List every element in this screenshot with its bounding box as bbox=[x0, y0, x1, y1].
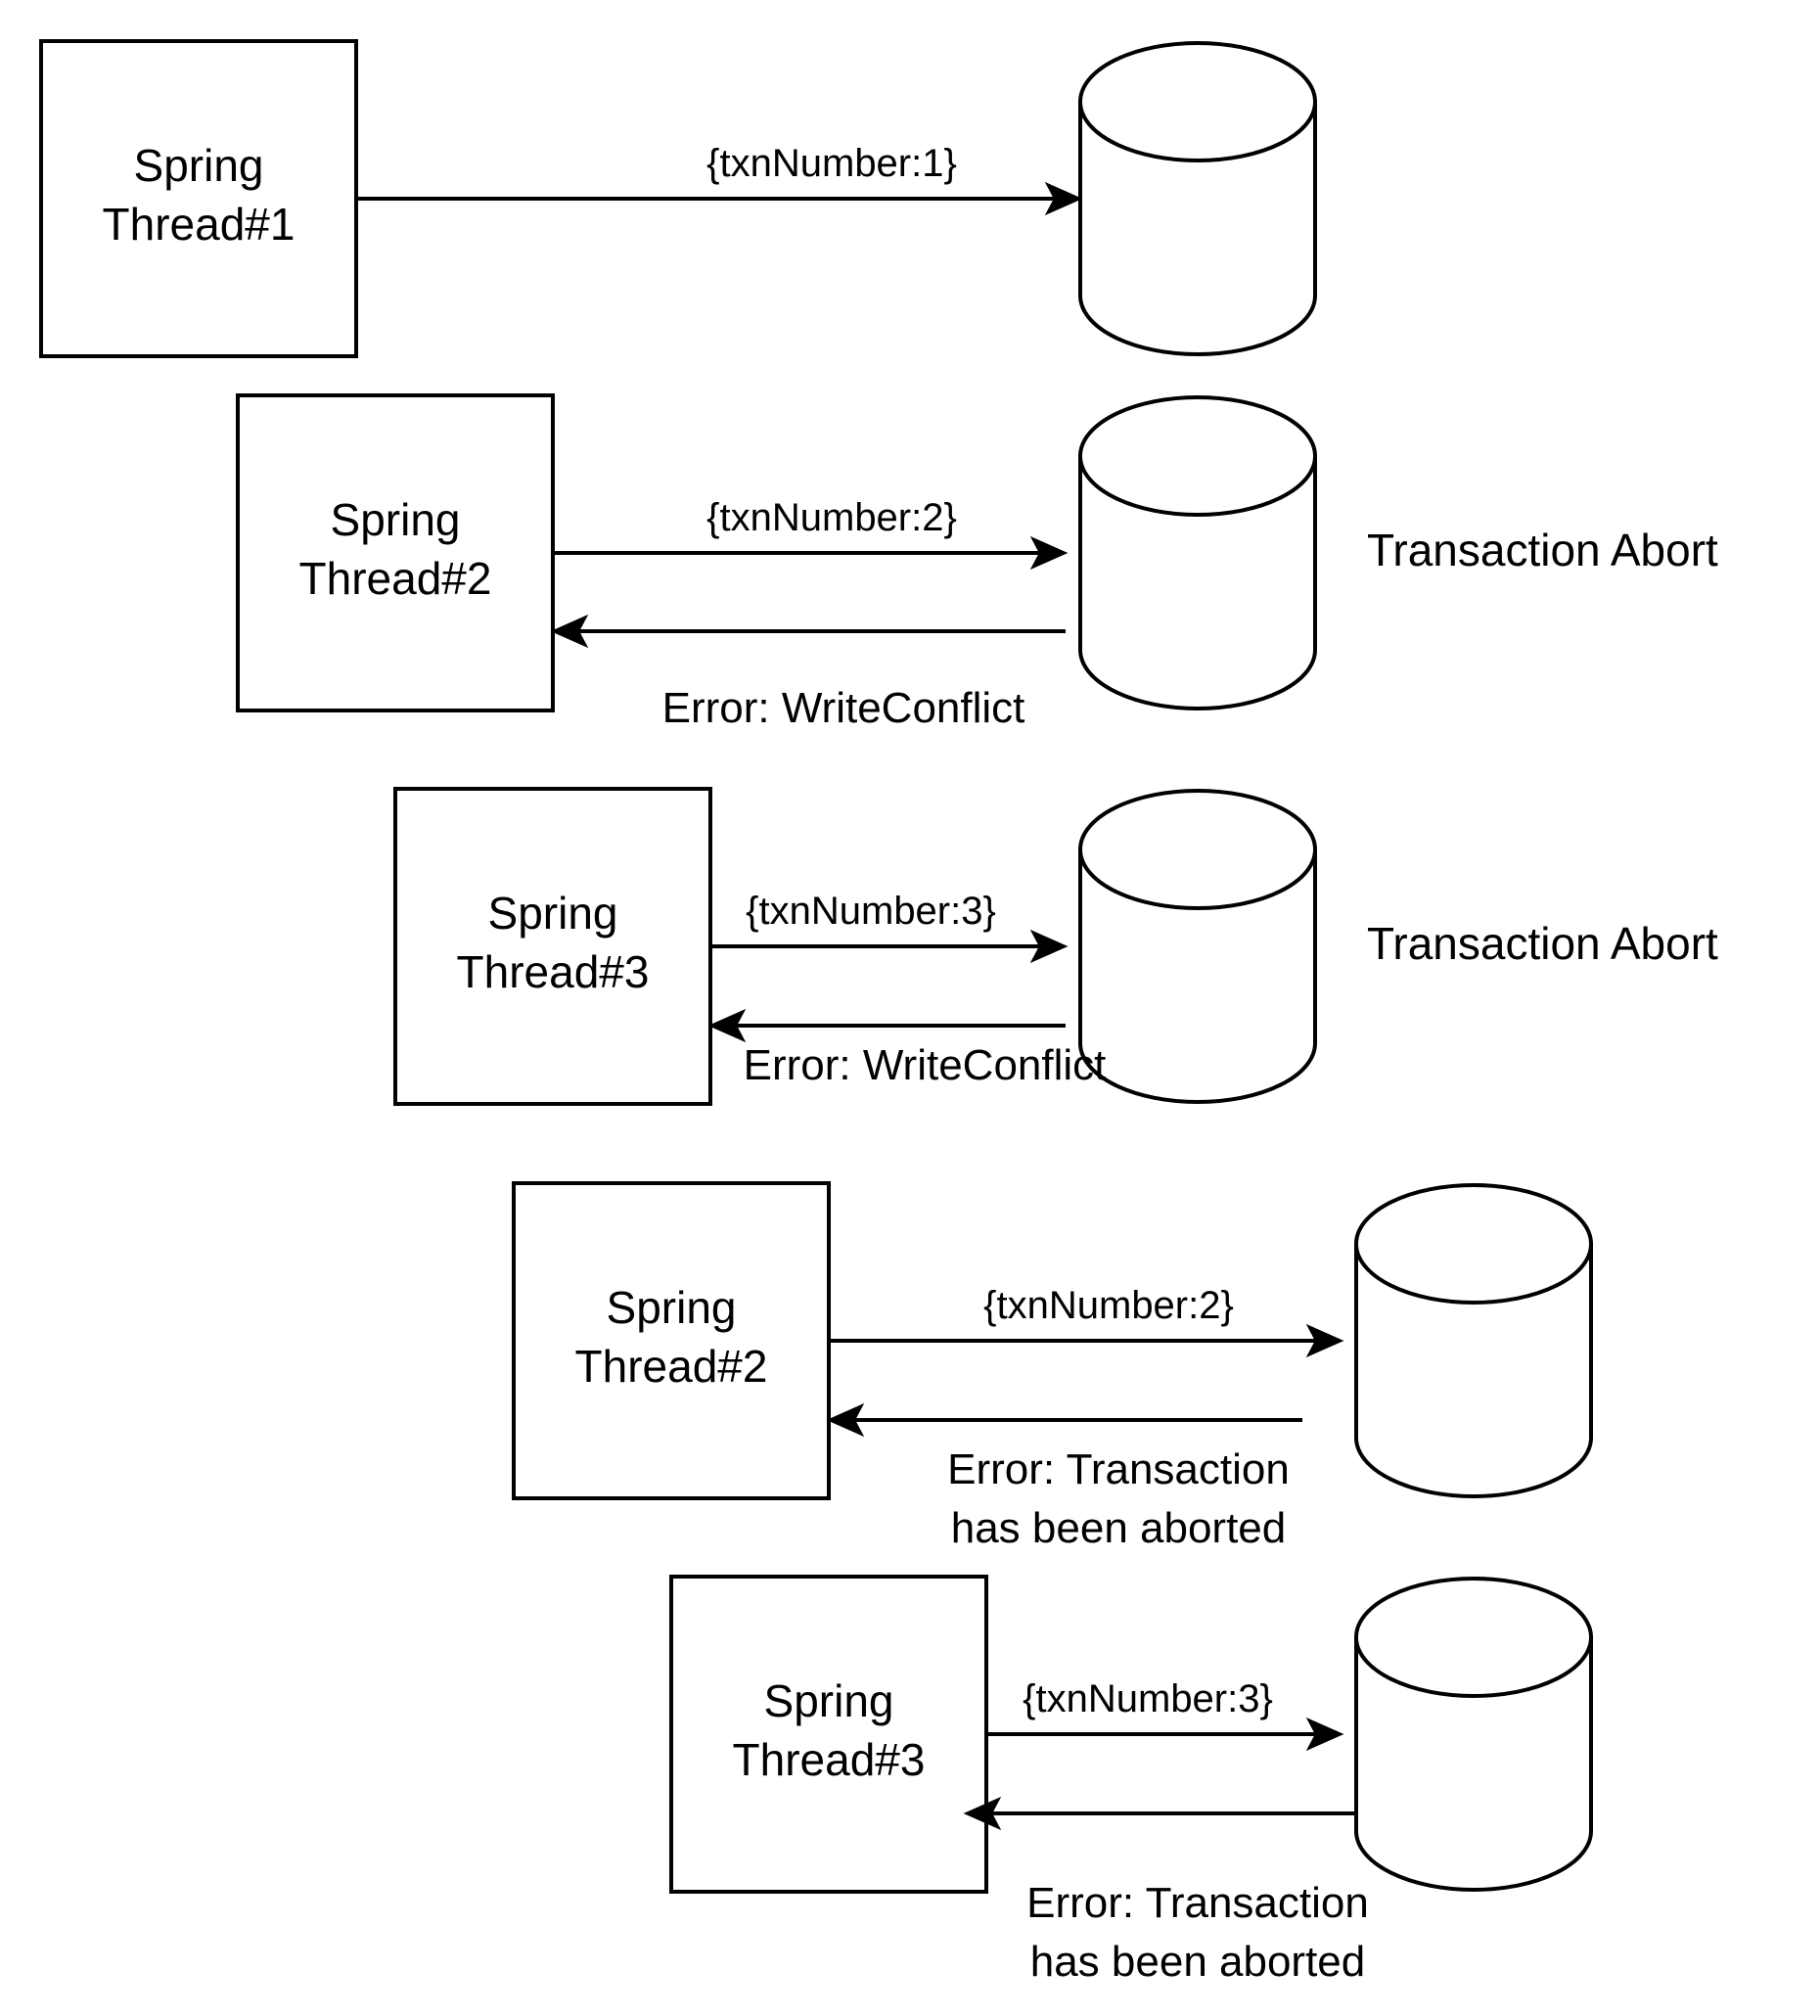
thread-label-line1: Spring bbox=[331, 494, 461, 545]
row-3: Spring Thread#3 {txnNumber:3} Error: Wri… bbox=[393, 787, 1718, 1106]
thread-box[interactable] bbox=[236, 393, 555, 712]
request-arrowhead bbox=[1044, 181, 1083, 216]
thread-label-line1: Spring bbox=[488, 888, 618, 939]
row-4: Spring Thread#2 {txnNumber:2} Error: Tra… bbox=[512, 1181, 1593, 1552]
response-label-line2: has been aborted bbox=[951, 1504, 1287, 1552]
thread-label-line1: Spring bbox=[134, 140, 264, 191]
request-label: {txnNumber:3} bbox=[1023, 1677, 1273, 1720]
response-arrowhead bbox=[550, 614, 589, 649]
request-label: {txnNumber:1} bbox=[706, 142, 957, 185]
thread-label-line2: Thread#1 bbox=[103, 199, 296, 250]
request-label: {txnNumber:2} bbox=[983, 1284, 1234, 1327]
database-icon bbox=[1078, 789, 1317, 1104]
response-label-line1: Error: Transaction bbox=[1026, 1879, 1369, 1927]
thread-label-line2: Thread#3 bbox=[733, 1734, 926, 1785]
status-label: Transaction Abort bbox=[1367, 918, 1718, 969]
thread-label-line1: Spring bbox=[607, 1282, 737, 1333]
response-label: Error: WriteConflict bbox=[662, 684, 1025, 732]
status-label: Transaction Abort bbox=[1367, 525, 1718, 575]
response-label-line2: has been aborted bbox=[1030, 1938, 1366, 1986]
request-arrowhead bbox=[1305, 1717, 1344, 1752]
thread-label-line1: Spring bbox=[764, 1675, 894, 1726]
thread-label-line2: Thread#3 bbox=[457, 946, 650, 997]
response-label: Error: WriteConflict bbox=[744, 1041, 1107, 1089]
row-1: Spring Thread#1 {txnNumber:1} bbox=[39, 39, 1317, 358]
request-arrowhead bbox=[1029, 535, 1069, 571]
row-5: Spring Thread#3 {txnNumber:3} Error: Tra… bbox=[669, 1575, 1593, 1986]
response-arrowhead bbox=[963, 1796, 1002, 1831]
response-arrowhead bbox=[826, 1402, 865, 1438]
thread-box[interactable] bbox=[512, 1181, 831, 1500]
request-arrowhead bbox=[1029, 929, 1069, 964]
thread-box[interactable] bbox=[669, 1575, 988, 1894]
response-arrowhead bbox=[707, 1008, 747, 1043]
request-label: {txnNumber:2} bbox=[706, 496, 957, 539]
database-icon bbox=[1354, 1183, 1593, 1498]
thread-box[interactable] bbox=[39, 39, 358, 358]
request-arrowhead bbox=[1305, 1323, 1344, 1358]
database-icon bbox=[1354, 1577, 1593, 1892]
thread-box[interactable] bbox=[393, 787, 712, 1106]
database-icon bbox=[1078, 41, 1317, 356]
request-label: {txnNumber:3} bbox=[746, 890, 996, 933]
row-2: Spring Thread#2 {txnNumber:2} Error: Wri… bbox=[236, 393, 1718, 732]
thread-label-line2: Thread#2 bbox=[575, 1341, 768, 1392]
thread-label-line2: Thread#2 bbox=[299, 553, 492, 604]
response-label-line1: Error: Transaction bbox=[947, 1445, 1290, 1493]
database-icon bbox=[1078, 395, 1317, 710]
